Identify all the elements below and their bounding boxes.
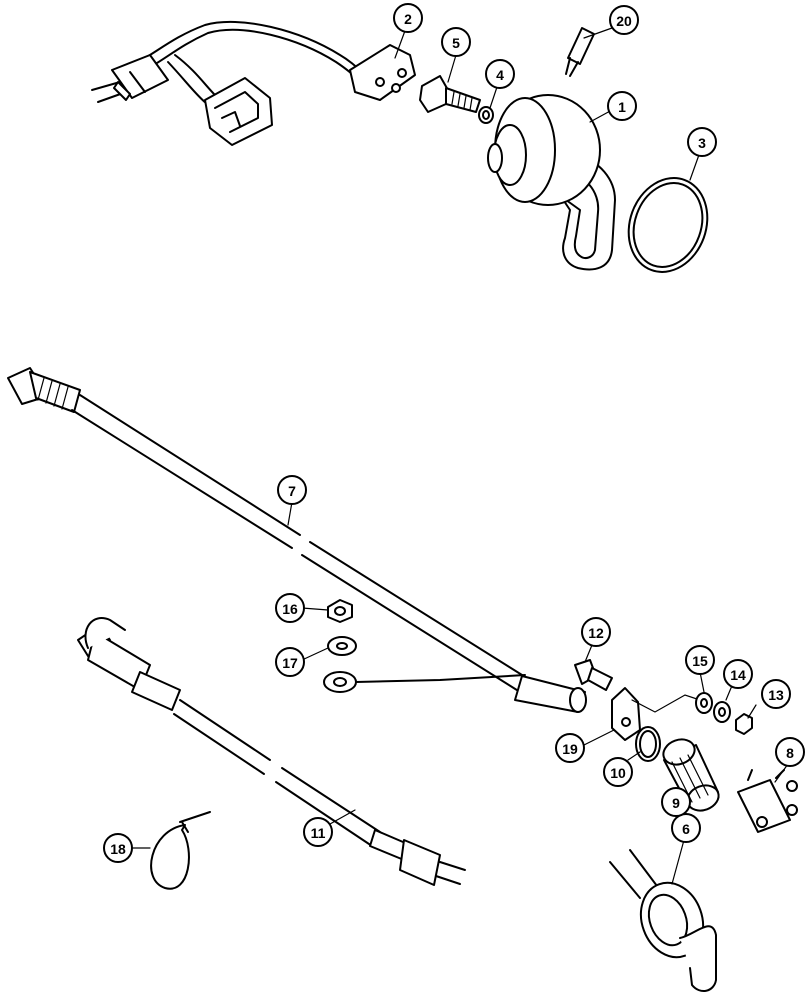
callout-6: 6 — [671, 813, 701, 843]
svg-text:1: 1 — [618, 99, 626, 115]
wire-clamp — [349, 44, 416, 101]
svg-text:17: 17 — [282, 655, 298, 671]
callout-20: 20 — [609, 5, 639, 35]
callout-13: 13 — [761, 679, 791, 709]
nut-16 — [327, 599, 353, 623]
cable-11 — [77, 617, 466, 886]
nut-13 — [735, 713, 753, 735]
callout-14: 14 — [723, 659, 753, 689]
tube-7 — [7, 367, 587, 713]
harness-assembly — [91, 20, 416, 146]
callout-4: 4 — [485, 59, 515, 89]
o-ring-3 — [627, 177, 709, 273]
svg-text:6: 6 — [682, 821, 690, 837]
heater-element-1 — [487, 94, 616, 271]
svg-text:3: 3 — [698, 135, 706, 151]
connector-block — [204, 77, 273, 146]
washer-17 — [327, 636, 357, 656]
svg-text:15: 15 — [692, 653, 708, 669]
callout-2: 2 — [393, 3, 423, 33]
svg-text:2: 2 — [404, 11, 412, 27]
callout-17: 17 — [275, 647, 305, 677]
callout-12: 12 — [581, 617, 611, 647]
bolt-5 — [419, 75, 481, 113]
svg-text:19: 19 — [562, 741, 578, 757]
svg-text:13: 13 — [768, 687, 784, 703]
svg-text:4: 4 — [496, 67, 504, 83]
svg-text:9: 9 — [672, 795, 680, 811]
svg-text:16: 16 — [282, 601, 298, 617]
callout-7: 7 — [277, 475, 307, 505]
callout-8: 8 — [775, 737, 805, 767]
callout-9: 9 — [661, 787, 691, 817]
svg-text:11: 11 — [311, 825, 326, 841]
callout-15: 15 — [685, 645, 715, 675]
callout-1: 1 — [607, 91, 637, 121]
svg-text:10: 10 — [610, 765, 626, 781]
callout-11: 11 — [303, 817, 333, 847]
svg-text:20: 20 — [616, 13, 632, 29]
callout-5: 5 — [441, 27, 471, 57]
callout-16: 16 — [275, 593, 305, 623]
clamp-8 — [737, 769, 798, 833]
svg-text:18: 18 — [110, 841, 126, 857]
callout-19: 19 — [555, 733, 585, 763]
svg-text:5: 5 — [452, 35, 460, 51]
svg-text:7: 7 — [288, 483, 296, 499]
bolt-12 — [574, 659, 613, 691]
callout-3: 3 — [687, 127, 717, 157]
callouts: 1 2 3 4 5 6 7 8 9 10 11 12 13 14 15 16 1… — [103, 3, 805, 863]
heater-element-6 — [609, 849, 717, 992]
sealant-tube — [565, 27, 595, 77]
svg-text:12: 12 — [588, 625, 604, 641]
cable-tie-18 — [150, 811, 211, 890]
gasket-19 — [611, 687, 641, 741]
svg-text:8: 8 — [786, 745, 794, 761]
eyelet-lead — [323, 671, 526, 693]
callout-18: 18 — [103, 833, 133, 863]
callout-10: 10 — [603, 757, 633, 787]
plug-left — [91, 54, 169, 103]
svg-text:14: 14 — [730, 667, 746, 683]
